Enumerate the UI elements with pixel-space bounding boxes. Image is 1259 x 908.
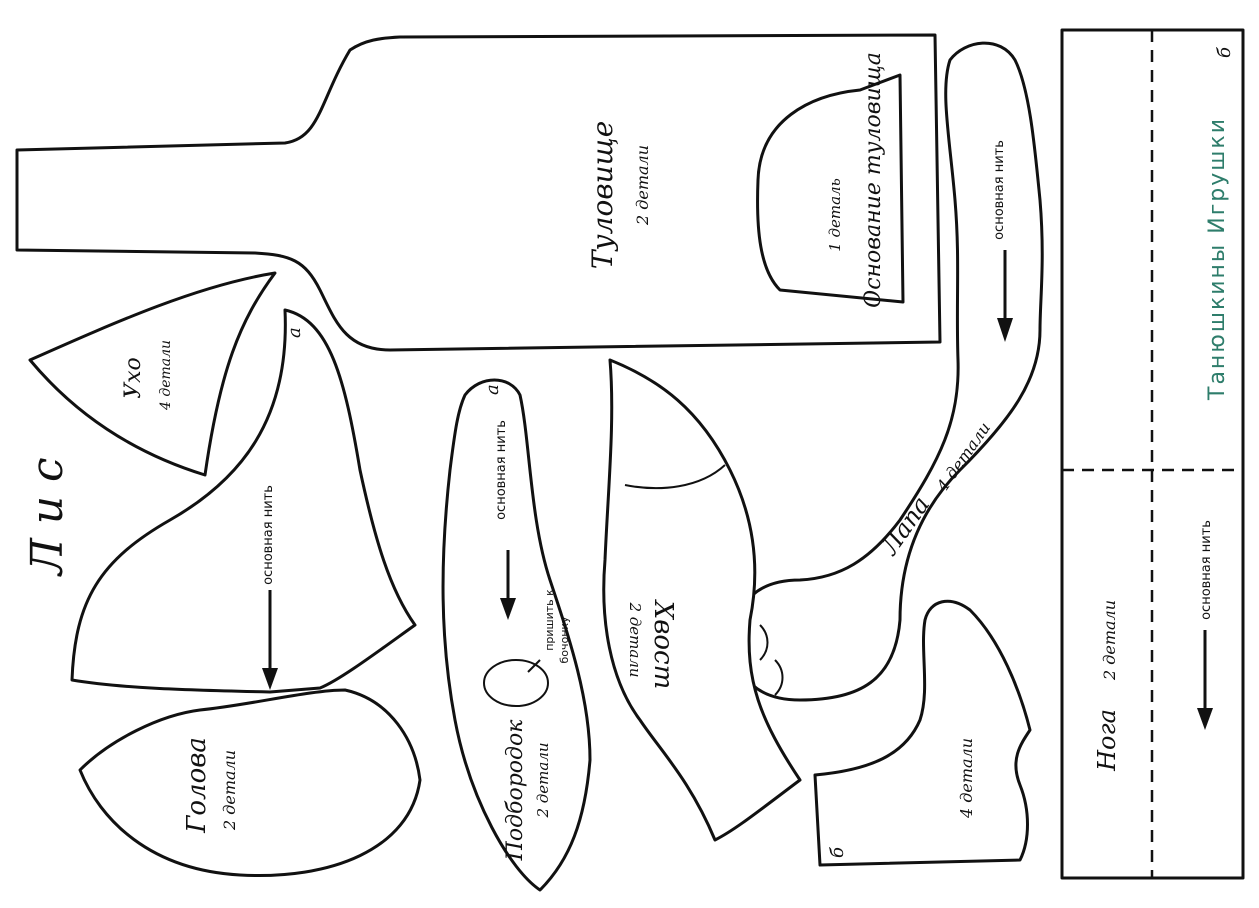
tail-count-label: 2 детали — [626, 601, 644, 677]
paw-grain-arrow — [997, 250, 1013, 342]
chin-count-label: 2 детали — [534, 742, 552, 818]
head-grain-arrow — [262, 590, 278, 690]
body-base-name-label: Основание туловища — [861, 52, 886, 308]
pattern-title: Лис — [22, 443, 73, 577]
paw-name-label: Лапа — [875, 491, 935, 560]
chin-piece-outline — [441, 378, 592, 892]
leg-grain-label: основная нить — [1199, 520, 1214, 620]
head-upper-piece-outline — [70, 308, 417, 694]
foot-count-label: 4 детали — [957, 738, 976, 819]
chin-grain-label: основная нить — [494, 420, 509, 520]
paw-piece-outline — [733, 41, 1044, 702]
head-count-label: 2 детали — [220, 750, 239, 831]
body-name-label: Туловище — [586, 121, 619, 270]
head-name-label: Голова — [182, 737, 212, 834]
leg-count-label: 2 детали — [1100, 600, 1119, 681]
head-lower-piece-outline — [78, 688, 422, 878]
paw-toe-line-1 — [759, 624, 769, 661]
leg-grain-arrow — [1197, 630, 1213, 730]
leg-name-label: Нога — [1093, 709, 1121, 772]
body-piece-outline — [15, 33, 942, 352]
ear-piece-outline — [28, 271, 277, 477]
tail-piece-outline — [602, 358, 802, 842]
body-base-piece-outline — [756, 73, 905, 304]
leg-mark-label: б — [1214, 46, 1235, 58]
ear-count-label: 4 детали — [158, 340, 174, 411]
body-count-label: 2 детали — [633, 145, 652, 226]
head-mark-label: а — [284, 327, 305, 338]
tail-name-label: Хвост — [648, 599, 678, 690]
head-grain-label: основная нить — [261, 485, 276, 585]
body-base-count-label: 1 деталь — [826, 178, 844, 252]
paw-grain-label: основная нить — [992, 140, 1007, 240]
chin-name-label: Подбородок — [503, 719, 528, 862]
chin-circle-mark — [483, 659, 549, 707]
chin-grain-arrow — [500, 550, 516, 620]
chin-note-line-1: пришить к — [543, 589, 556, 651]
chin-mark-label: а — [482, 384, 503, 395]
tail-tip-line — [624, 464, 726, 490]
chin-note-pointer — [527, 659, 541, 673]
ear-name-label: Ухо — [121, 357, 146, 399]
brand-label: Танюшкины Игрушки — [1205, 117, 1230, 401]
paw-toe-line-2 — [774, 659, 784, 696]
foot-piece-outline — [813, 599, 1032, 867]
chin-note-line-2: бочонку — [558, 616, 571, 664]
foot-mark-label: б — [827, 846, 848, 858]
